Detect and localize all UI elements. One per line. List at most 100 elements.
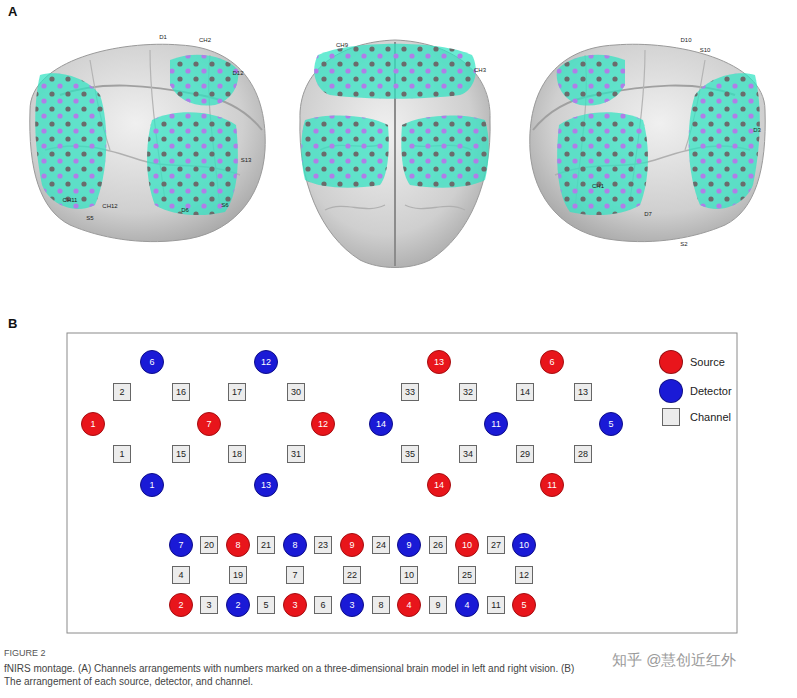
node-number: 4 (178, 571, 183, 580)
detector-circle: 13 (254, 473, 278, 497)
source-circle: 13 (427, 350, 451, 374)
panel-letter: B (8, 316, 17, 331)
channel-box: 20 (200, 536, 218, 554)
node-number: 11 (491, 420, 500, 429)
source-circle: 14 (427, 473, 451, 497)
panel-frame (67, 333, 737, 633)
probe-label: CH9 (336, 42, 348, 48)
node-number: 2 (178, 601, 183, 610)
node-number: 10 (519, 541, 529, 550)
probe-label: S2 (680, 241, 687, 247)
watermark: 知乎 @慧创近红外 (612, 651, 736, 670)
source-circle: 8 (226, 533, 250, 557)
channel-box: 16 (172, 383, 190, 401)
node-number: 19 (233, 571, 243, 580)
node-number: 22 (347, 571, 357, 580)
channel-box: 4 (172, 566, 190, 584)
node-number: 10 (404, 571, 414, 580)
source-circle: 11 (540, 473, 564, 497)
node-number: 34 (463, 450, 473, 459)
node-number: 12 (261, 358, 271, 367)
channel-box: 21 (257, 536, 275, 554)
detector-circle: 9 (397, 533, 421, 557)
probe-label: CH3 (474, 67, 486, 73)
channel-box: 32 (459, 383, 477, 401)
channel-box: 26 (429, 536, 447, 554)
node-number: 13 (261, 481, 271, 490)
node-number: 14 (376, 420, 386, 429)
source-circle: 2 (169, 593, 193, 617)
source-circle: 10 (455, 533, 479, 557)
node-number: 26 (433, 541, 443, 550)
node-number: 20 (204, 541, 214, 550)
node-number: 5 (263, 601, 268, 610)
probe-label: S6 (221, 202, 228, 208)
channel-box: 5 (257, 596, 275, 614)
node-number: 4 (406, 601, 411, 610)
node-number: 18 (232, 450, 242, 459)
detector-circle: 2 (226, 593, 250, 617)
channel-box: 30 (287, 383, 305, 401)
node-number: 6 (549, 358, 554, 367)
node-number: 35 (405, 450, 415, 459)
panel-letter: A (8, 4, 17, 19)
probe-label: D10 (680, 37, 691, 43)
channel-box: 14 (516, 383, 534, 401)
probe-label: D7 (644, 211, 652, 217)
node-number: 7 (178, 541, 183, 550)
node-number: 13 (578, 388, 588, 397)
channel-box: 12 (515, 566, 533, 584)
node-number: 16 (176, 388, 186, 397)
node-number: 5 (608, 420, 613, 429)
node-number: 13 (434, 358, 444, 367)
channel-box: 13 (574, 383, 592, 401)
node-number: 1 (90, 420, 95, 429)
probe-label: D3 (753, 127, 761, 133)
node-number: 4 (464, 601, 469, 610)
node-number: 3 (349, 601, 354, 610)
detector-circle: 14 (369, 412, 393, 436)
detector-circle: 6 (140, 350, 164, 374)
node-number: 3 (292, 601, 297, 610)
detector-circle: 8 (283, 533, 307, 557)
channel-box: 9 (429, 596, 447, 614)
node-number: 11 (547, 481, 556, 490)
probe-label: CH2 (199, 37, 211, 43)
node-number: 2 (235, 601, 240, 610)
detector-circle: 11 (484, 412, 508, 436)
channel-box: 23 (314, 536, 332, 554)
probe-label: S5 (86, 215, 93, 221)
detector-circle: 1 (140, 473, 164, 497)
node-number: 12 (519, 571, 529, 580)
node-number: 32 (463, 388, 473, 397)
legend-text: Source (690, 356, 725, 368)
source-circle: 6 (540, 350, 564, 374)
source-circle: 9 (340, 533, 364, 557)
node-number: 14 (434, 481, 444, 490)
node-number: 7 (206, 420, 211, 429)
node-number: 28 (578, 450, 588, 459)
legend-swatch (659, 350, 683, 374)
legend-item: Detector (659, 379, 732, 403)
node-number: 25 (462, 571, 472, 580)
figure-number: FIGURE 2 (4, 648, 46, 658)
probe-label: S10 (700, 47, 711, 53)
probe-label: CH12 (102, 203, 117, 209)
brain-right-view (530, 44, 765, 241)
channel-box: 19 (229, 566, 247, 584)
node-number: 15 (176, 450, 186, 459)
node-number: 10 (462, 541, 472, 550)
node-number: 29 (520, 450, 530, 459)
probe-label: D12 (232, 70, 243, 76)
node-number: 3 (206, 601, 211, 610)
node-number: 8 (292, 541, 297, 550)
brain-left-view (30, 44, 265, 241)
node-number: 33 (405, 388, 415, 397)
legend-item: Source (659, 350, 725, 374)
node-number: 24 (376, 541, 386, 550)
legend-swatch (662, 408, 680, 426)
source-circle: 1 (81, 412, 105, 436)
node-number: 1 (149, 481, 154, 490)
node-number: 2 (119, 388, 124, 397)
